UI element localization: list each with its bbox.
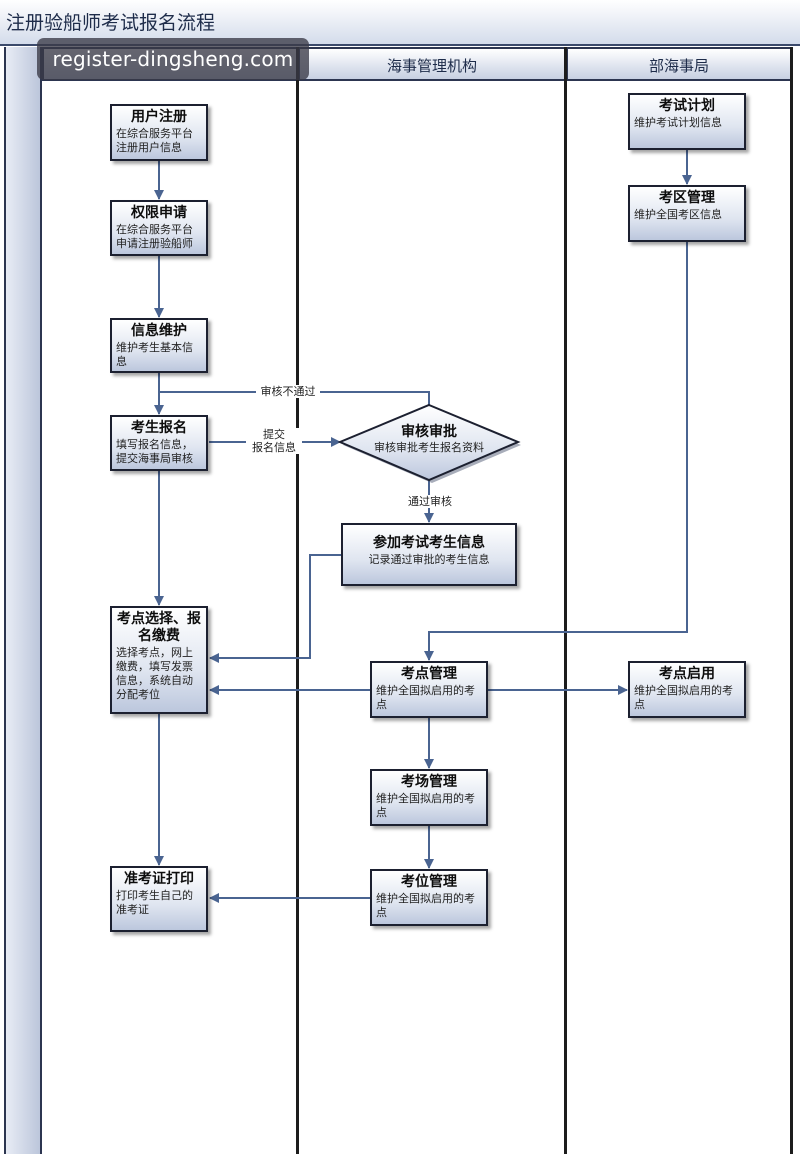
- node-desc: 记录通过审批的考生信息: [368, 553, 490, 566]
- node-title: 准考证打印: [124, 871, 194, 887]
- node-desc: 填写报名信息，提交海事局审核: [116, 438, 193, 465]
- node-desc: 选择考点，网上缴费，填写发票信息，系统自动分配考位: [116, 646, 193, 701]
- node-exam-plan: 考试计划 维护考试计划信息: [628, 93, 746, 150]
- node-desc: 维护全国考区信息: [634, 208, 722, 221]
- edge-label-submit-info: 提交 报名信息: [246, 428, 302, 454]
- node-title: 考点管理: [401, 666, 457, 682]
- node-title: 信息维护: [131, 323, 187, 339]
- lane-divider-2: [564, 47, 567, 1154]
- node-info-maintain: 信息维护 维护考生基本信息: [110, 318, 208, 373]
- review-diamond: [337, 403, 521, 483]
- node-title: 权限申请: [131, 205, 187, 221]
- lane-divider-right: [790, 47, 793, 1154]
- edge-area-to-site-manage: [424, 242, 688, 661]
- node-desc: 在综合服务平台注册用户信息: [116, 127, 193, 154]
- node-desc: 在综合服务平台申请注册验船师: [116, 223, 193, 250]
- node-desc: 维护全国拟启用的考点: [376, 792, 475, 819]
- node-permission-apply: 权限申请 在综合服务平台申请注册验船师: [110, 200, 208, 256]
- node-desc: 维护全国拟启用的考点: [376, 892, 475, 919]
- edge-review-fail: [159, 391, 430, 405]
- node-desc: 维护考试计划信息: [634, 116, 722, 129]
- node-title: 考点选择、报名缴费: [117, 611, 201, 644]
- node-venue-manage: 考场管理 维护全国拟启用的考点: [370, 769, 488, 826]
- node-title: 考位管理: [401, 874, 457, 890]
- node-desc: 维护全国拟启用的考点: [376, 684, 475, 711]
- node-user-register: 用户注册 在综合服务平台注册用户信息: [110, 104, 208, 161]
- node-site-select-pay: 考点选择、报名缴费 选择考点，网上缴费，填写发票信息，系统自动分配考位: [110, 606, 208, 714]
- node-title: 参加考试考生信息: [373, 535, 485, 551]
- node-desc: 维护考生基本信息: [116, 341, 193, 368]
- node-title: 考场管理: [401, 774, 457, 790]
- node-title: 考区管理: [659, 190, 715, 206]
- watermark: register-dingsheng.com: [37, 38, 309, 80]
- edge-join-info-to-site-select: [209, 554, 341, 663]
- node-area-manage: 考区管理 维护全国考区信息: [628, 185, 746, 242]
- node-desc: 维护全国拟启用的考点: [634, 684, 733, 711]
- node-desc: 审核审批考生报名资料: [374, 441, 484, 454]
- diagram-title: 注册验船师考试报名流程: [6, 12, 216, 34]
- lane-left-strip: [4, 47, 42, 1154]
- node-title: 审核审批: [401, 424, 457, 440]
- node-title: 考生报名: [131, 420, 187, 436]
- node-desc: 打印考生自己的准考证: [116, 889, 193, 916]
- lane-header-right: 部海事局: [566, 47, 792, 81]
- lane-divider-1: [296, 47, 299, 1154]
- node-seat-manage: 考位管理 维护全国拟启用的考点: [370, 869, 488, 926]
- node-site-manage: 考点管理 维护全国拟启用的考点: [370, 661, 488, 718]
- edge-label-review-fail: 审核不通过: [256, 385, 320, 398]
- edge-label-review-pass: 通过审核: [403, 495, 457, 508]
- lane-header-middle: 海事管理机构: [298, 47, 566, 81]
- node-title: 考点启用: [659, 666, 715, 682]
- node-candidate-register: 考生报名 填写报名信息，提交海事局审核: [110, 415, 208, 471]
- node-ticket-print: 准考证打印 打印考生自己的准考证: [110, 866, 208, 932]
- node-title: 考试计划: [659, 98, 715, 114]
- node-review-approve: 审核审批 审核审批考生报名资料: [340, 424, 518, 455]
- node-join-exam-info: 参加考试考生信息 记录通过审批的考生信息: [341, 523, 517, 586]
- node-site-enable: 考点启用 维护全国拟启用的考点: [628, 661, 746, 718]
- node-title: 用户注册: [131, 109, 187, 125]
